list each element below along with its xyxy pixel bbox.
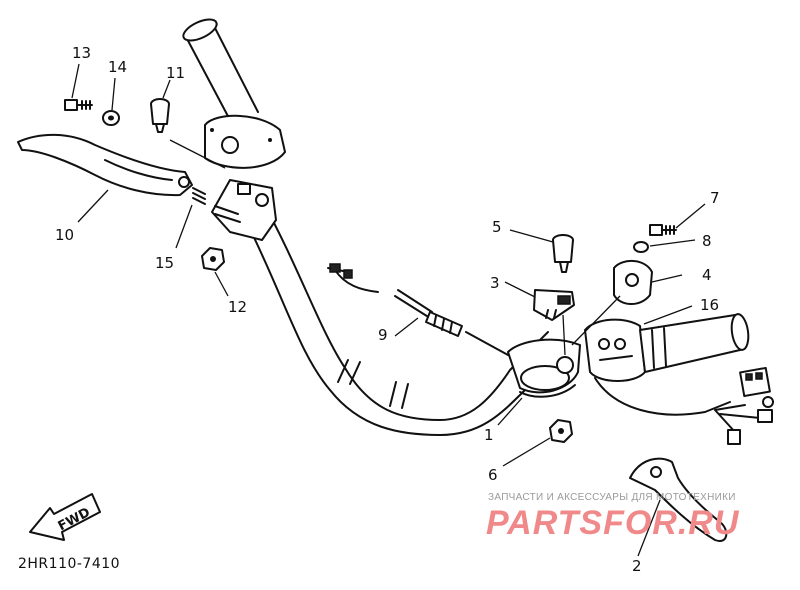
throttle-grip xyxy=(639,313,750,373)
callout-1: 1 xyxy=(484,426,494,444)
callout-8: 8 xyxy=(702,232,712,250)
left-lever-holder xyxy=(204,114,286,241)
callout-3: 3 xyxy=(490,274,500,292)
diagram-code: 2HR110-7410 xyxy=(18,556,120,572)
watermark-brand: PARTSFOR.RU xyxy=(486,504,740,542)
watermark-tagline: ЗАПЧАСТИ И АКСЕССУАРЫ ДЛЯ МОТОТЕХНИКИ xyxy=(488,492,736,503)
callout-14: 14 xyxy=(108,58,127,76)
right-switch-housing xyxy=(584,318,646,382)
bolt-13 xyxy=(64,99,93,111)
callout-11: 11 xyxy=(166,64,185,82)
callout-6: 6 xyxy=(488,466,498,484)
callout-16: 16 xyxy=(700,296,719,314)
callout-5: 5 xyxy=(492,218,502,236)
callout-2: 2 xyxy=(632,557,642,575)
callout-15: 15 xyxy=(155,254,174,272)
throttle-cable xyxy=(327,263,509,356)
spring-15 xyxy=(192,187,206,205)
callout-12: 12 xyxy=(228,298,247,316)
nut-12 xyxy=(201,247,225,271)
brake-master-cylinder xyxy=(507,338,581,398)
brake-lever xyxy=(629,457,728,542)
washer-8 xyxy=(633,241,649,253)
watermark: ЗАПЧАСТИ И АКСЕССУАРЫ ДЛЯ МОТОТЕХНИКИ PA… xyxy=(486,492,740,542)
callout-7: 7 xyxy=(710,189,720,207)
bracket-4 xyxy=(613,260,653,305)
bolt-7 xyxy=(649,224,677,236)
callout-13: 13 xyxy=(72,44,91,62)
switch-harness xyxy=(594,366,774,445)
brake-switch xyxy=(533,289,575,321)
nut-6 xyxy=(549,419,573,443)
callout-10: 10 xyxy=(55,226,74,244)
pivot-bolt-11 xyxy=(150,98,170,133)
callout-labels: 13 14 11 10 15 12 9 5 3 7 8 4 16 1 6 2 xyxy=(55,44,720,575)
washer-14 xyxy=(102,110,120,126)
clutch-lever xyxy=(17,133,193,197)
handlebar xyxy=(182,18,566,436)
leader-lines xyxy=(71,63,706,557)
callout-4: 4 xyxy=(702,266,712,284)
fwd-arrow: FWD xyxy=(29,493,101,541)
bolt-5 xyxy=(552,234,574,273)
callout-9: 9 xyxy=(378,326,388,344)
